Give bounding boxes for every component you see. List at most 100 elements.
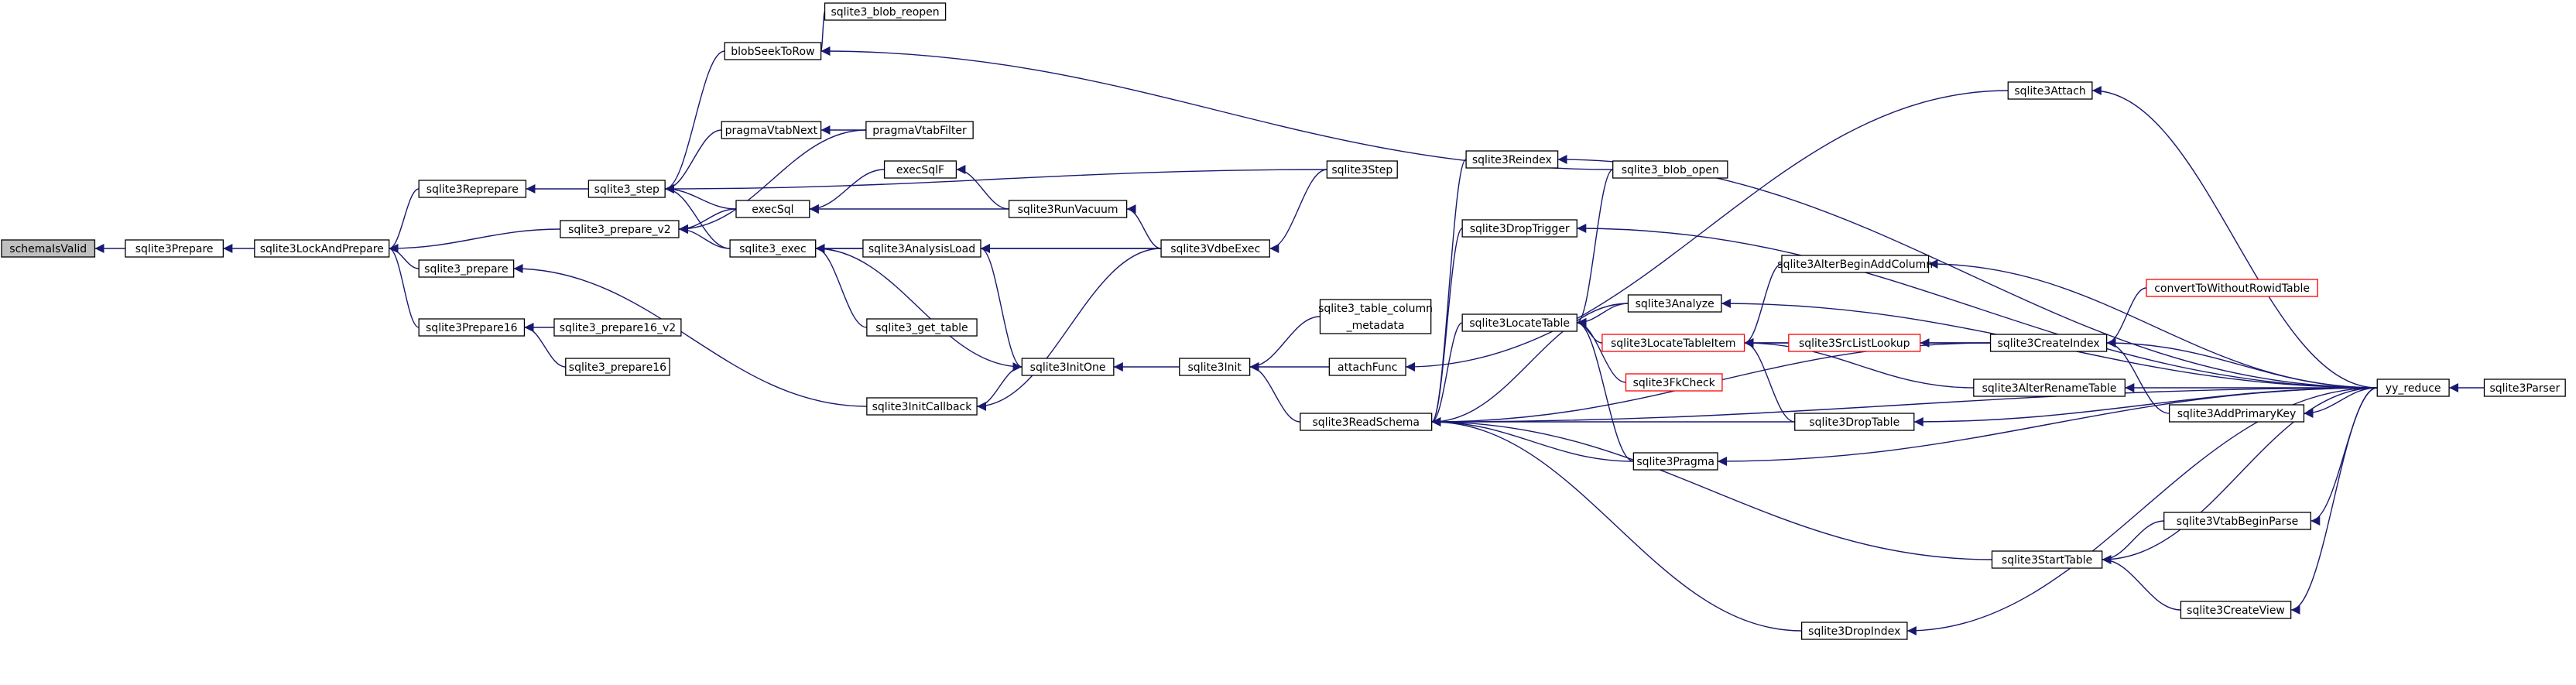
- node-yy_reduce[interactable]: yy_reduce: [2376, 378, 2450, 397]
- node-sqlite3AnalysisLoad[interactable]: sqlite3AnalysisLoad: [862, 239, 981, 258]
- node-box-sqlite3DropTrigger[interactable]: [1461, 219, 1577, 238]
- node-sqlite3CreateView[interactable]: sqlite3CreateView: [2180, 601, 2292, 619]
- node-box-sqlite3_prepare_v2[interactable]: [560, 220, 680, 238]
- node-box-sqlite3CreateIndex[interactable]: [1989, 334, 2108, 352]
- node-box-sqlite3_get_table[interactable]: [866, 318, 978, 337]
- node-box-sqlite3FkCheck[interactable]: [1625, 373, 1723, 392]
- node-sqlite3DropTrigger[interactable]: sqlite3DropTrigger: [1461, 219, 1577, 238]
- node-box-sqlite3VtabBeginParse[interactable]: [2163, 512, 2311, 530]
- node-sqlite3Analyze[interactable]: sqlite3Analyze: [1627, 294, 1722, 313]
- node-sqlite3_prepare[interactable]: sqlite3_prepare: [418, 259, 515, 278]
- node-box-sqlite3LocateTableItem[interactable]: [1601, 334, 1745, 352]
- node-box-sqlite3_step[interactable]: [587, 180, 666, 198]
- node-box-sqlite3Analyze[interactable]: [1627, 294, 1722, 313]
- node-sqlite3Prepare[interactable]: sqlite3Prepare: [125, 239, 224, 258]
- node-box-sqlite3VdbeExec[interactable]: [1160, 239, 1270, 258]
- node-sqlite3AlterRenameTable[interactable]: sqlite3AlterRenameTable: [1973, 378, 2126, 397]
- node-box-sqlite3Step[interactable]: [1326, 160, 1398, 179]
- node-box-sqlite3Reindex[interactable]: [1465, 150, 1559, 169]
- node-convertToWithoutRowidTable[interactable]: convertToWithoutRowidTable: [2146, 279, 2318, 297]
- node-sqlite3InitCallback[interactable]: sqlite3InitCallback: [866, 397, 978, 416]
- node-sqlite3_prepare16_v2[interactable]: sqlite3_prepare16_v2: [553, 318, 682, 337]
- node-pragmaVtabNext[interactable]: pragmaVtabNext: [721, 121, 822, 139]
- node-box-pragmaVtabNext[interactable]: [721, 121, 822, 139]
- node-box-sqlite3_blob_open[interactable]: [1612, 160, 1728, 179]
- node-box-convertToWithoutRowidTable[interactable]: [2146, 279, 2318, 297]
- node-sqlite3Parser[interactable]: sqlite3Parser: [2483, 378, 2566, 397]
- node-execSql[interactable]: execSql: [735, 200, 810, 218]
- node-sqlite3AddPrimaryKey[interactable]: sqlite3AddPrimaryKey: [2168, 404, 2305, 423]
- node-attachFunc[interactable]: attachFunc: [1328, 358, 1406, 376]
- node-box-sqlite3_prepare16_v2[interactable]: [553, 318, 682, 337]
- node-box-sqlite3StartTable[interactable]: [1991, 550, 2103, 569]
- node-box-sqlite3_exec[interactable]: [729, 239, 817, 258]
- node-box-sqlite3AddPrimaryKey[interactable]: [2168, 404, 2305, 423]
- node-blobSeekToRow[interactable]: blobSeekToRow: [724, 42, 822, 60]
- node-sqlite3InitOne[interactable]: sqlite3InitOne: [1021, 358, 1115, 376]
- node-sqlite3Reprepare[interactable]: sqlite3Reprepare: [418, 180, 527, 198]
- node-sqlite3VtabBeginParse[interactable]: sqlite3VtabBeginParse: [2163, 512, 2311, 530]
- node-box-blobSeekToRow[interactable]: [724, 42, 822, 60]
- node-box-attachFunc[interactable]: [1328, 358, 1406, 376]
- node-sqlite3DropIndex[interactable]: sqlite3DropIndex: [1800, 622, 1908, 640]
- node-sqlite3LockAndPrepare[interactable]: sqlite3LockAndPrepare: [254, 239, 390, 258]
- node-box-sqlite3InitOne[interactable]: [1021, 358, 1115, 376]
- node-sqlite3LocateTable[interactable]: sqlite3LocateTable: [1461, 313, 1577, 332]
- node-sqlite3RunVacuum[interactable]: sqlite3RunVacuum: [1008, 200, 1128, 218]
- node-sqlite3_table_column_metadata[interactable]: sqlite3_table_column_metadata: [1318, 299, 1433, 334]
- node-sqlite3ReadSchema[interactable]: sqlite3ReadSchema: [1300, 413, 1433, 431]
- node-box-sqlite3Reprepare[interactable]: [418, 180, 527, 198]
- node-box-execSql[interactable]: [735, 200, 810, 218]
- node-sqlite3FkCheck[interactable]: sqlite3FkCheck: [1625, 373, 1723, 392]
- node-sqlite3_blob_reopen[interactable]: sqlite3_blob_reopen: [824, 2, 947, 21]
- node-box-sqlite3ReadSchema[interactable]: [1300, 413, 1433, 431]
- node-sqlite3StartTable[interactable]: sqlite3StartTable: [1991, 550, 2103, 569]
- node-box-sqlite3Attach[interactable]: [2007, 81, 2093, 100]
- node-sqlite3Prepare16[interactable]: sqlite3Prepare16: [418, 318, 526, 337]
- node-box-sqlite3_prepare16[interactable]: [565, 358, 670, 376]
- node-sqlite3LocateTableItem[interactable]: sqlite3LocateTableItem: [1601, 334, 1745, 352]
- node-sqlite3VdbeExec[interactable]: sqlite3VdbeExec: [1160, 239, 1270, 258]
- node-box-pragmaVtabFilter[interactable]: [865, 121, 974, 139]
- node-sqlite3Reindex[interactable]: sqlite3Reindex: [1465, 150, 1559, 169]
- node-sqlite3_prepare16[interactable]: sqlite3_prepare16: [565, 358, 670, 376]
- node-pragmaVtabFilter[interactable]: pragmaVtabFilter: [865, 121, 974, 139]
- node-box-sqlite3SrcListLookup[interactable]: [1788, 334, 1921, 352]
- node-sqlite3SrcListLookup[interactable]: sqlite3SrcListLookup: [1788, 334, 1921, 352]
- node-sqlite3_blob_open[interactable]: sqlite3_blob_open: [1612, 160, 1728, 179]
- node-box-sqlite3InitCallback[interactable]: [866, 397, 978, 416]
- node-sqlite3Init[interactable]: sqlite3Init: [1179, 358, 1251, 376]
- node-sqlite3_prepare_v2[interactable]: sqlite3_prepare_v2: [560, 220, 680, 238]
- node-box-sqlite3_prepare[interactable]: [418, 259, 515, 278]
- node-box-sqlite3Prepare16[interactable]: [418, 318, 526, 337]
- node-box-sqlite3AlterBeginAddColumn[interactable]: [1781, 255, 1930, 273]
- node-sqlite3_step[interactable]: sqlite3_step: [587, 180, 666, 198]
- node-box-sqlite3LockAndPrepare[interactable]: [254, 239, 390, 258]
- node-execSqlF[interactable]: execSqlF: [883, 160, 957, 179]
- node-box-sqlite3DropIndex[interactable]: [1800, 622, 1908, 640]
- node-box-sqlite3DropTable[interactable]: [1794, 413, 1915, 431]
- node-box-schemaIsValid[interactable]: [1, 239, 96, 258]
- node-box-sqlite3CreateView[interactable]: [2180, 601, 2292, 619]
- node-sqlite3AlterBeginAddColumn[interactable]: sqlite3AlterBeginAddColumn: [1777, 255, 1933, 273]
- node-box-sqlite3RunVacuum[interactable]: [1008, 200, 1128, 218]
- node-box-sqlite3_table_column_metadata[interactable]: [1319, 299, 1432, 334]
- node-schemaIsValid[interactable]: schemaIsValid: [1, 239, 96, 258]
- node-box-sqlite3Parser[interactable]: [2483, 378, 2566, 397]
- node-box-sqlite3LocateTable[interactable]: [1461, 313, 1577, 332]
- node-box-sqlite3_blob_reopen[interactable]: [824, 2, 947, 21]
- node-box-execSqlF[interactable]: [883, 160, 957, 179]
- node-sqlite3_get_table[interactable]: sqlite3_get_table: [866, 318, 978, 337]
- node-sqlite3CreateIndex[interactable]: sqlite3CreateIndex: [1989, 334, 2108, 352]
- node-box-sqlite3AlterRenameTable[interactable]: [1973, 378, 2126, 397]
- node-sqlite3_exec[interactable]: sqlite3_exec: [729, 239, 817, 258]
- node-sqlite3Step[interactable]: sqlite3Step: [1326, 160, 1398, 179]
- node-sqlite3Pragma[interactable]: sqlite3Pragma: [1632, 452, 1718, 471]
- node-box-sqlite3Prepare[interactable]: [125, 239, 224, 258]
- node-box-sqlite3Pragma[interactable]: [1632, 452, 1718, 471]
- node-box-yy_reduce[interactable]: [2376, 378, 2450, 397]
- node-box-sqlite3AnalysisLoad[interactable]: [862, 239, 981, 258]
- node-sqlite3Attach[interactable]: sqlite3Attach: [2007, 81, 2093, 100]
- node-sqlite3DropTable[interactable]: sqlite3DropTable: [1794, 413, 1915, 431]
- node-box-sqlite3Init[interactable]: [1179, 358, 1251, 376]
